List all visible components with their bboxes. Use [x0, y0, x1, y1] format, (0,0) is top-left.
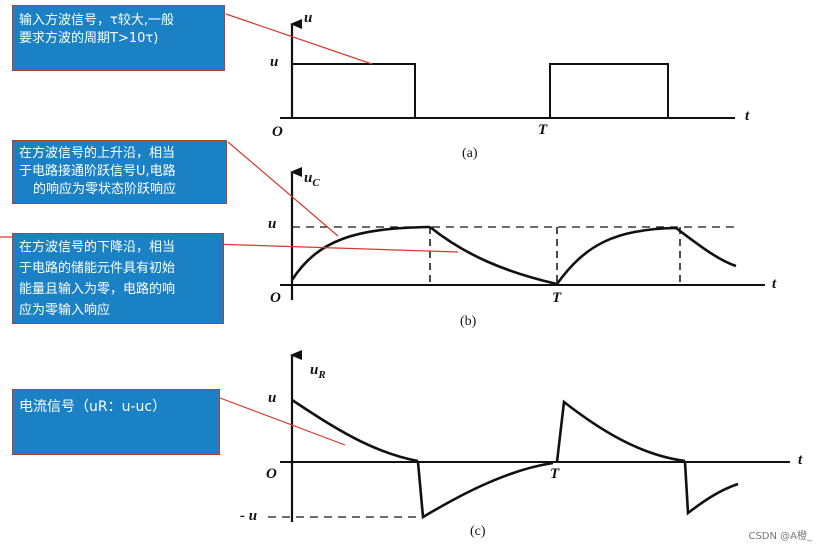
callout-b2-line-3: 能量且输入为零，电路的响 [19, 282, 176, 297]
plot-b-xlabel: t [772, 276, 777, 292]
plot-a-ylabel: u [304, 10, 313, 26]
plot-c [268, 350, 790, 522]
plot-b-period-label: T [552, 290, 562, 306]
plot-b-charge-curve-1 [290, 225, 431, 281]
plot-c-xlabel: t [798, 452, 803, 468]
plot-c-origin-label: O [266, 466, 277, 482]
callout-b1-line-2: 于电路接通阶跃信号U,电路 [19, 164, 176, 179]
leader-line-b1 [227, 141, 339, 237]
callout-a-line-1: 输入方波信号，τ较大,一般 [19, 13, 174, 28]
plot-b-discharge-curve-2 [675, 226, 737, 268]
plot-c-decay-1 [291, 398, 419, 463]
plot-a-caption: (a) [462, 146, 478, 161]
callout-b1-line-3: 的响应为零状态阶跃响应 [33, 182, 177, 197]
plot-c-ylabel: uR [310, 362, 326, 381]
callout-b1-line-1: 在方波信号的上升沿，相当 [19, 146, 176, 161]
leader-line-b2-top [211, 243, 459, 253]
plot-c-neg-level-label: - u [240, 508, 258, 524]
plot-a-square-wave [291, 63, 669, 119]
plot-c-neg-step-2 [683, 461, 739, 516]
plot-b-discharge-curve-1 [429, 225, 558, 286]
plot-a-origin-label: O [272, 124, 283, 140]
plot-b-ylabel: uC [304, 170, 320, 189]
callout-b2-line-1: 在方波信号的下降沿，相当 [19, 240, 176, 255]
watermark: CSDN @A橙_ [748, 531, 812, 542]
plot-b [280, 167, 765, 300]
plot-b-level-label: u [268, 216, 277, 232]
plot-b-charge-curve-2 [555, 226, 677, 285]
callout-input-square-wave: 输入方波信号，τ较大,一般 要求方波的周期T>10τ) [12, 5, 225, 71]
callout-rising-edge: 在方波信号的上升沿，相当 于电路接通阶跃信号U,电路 的响应为零状态阶跃响应 [12, 140, 227, 204]
leader-line-c [219, 397, 346, 446]
plot-c-level-label: u [268, 390, 277, 406]
callout-b2-line-4: 应为零输入响应 [19, 303, 111, 318]
plot-c-caption: (c) [470, 524, 486, 539]
plot-a-xlabel: t [745, 108, 750, 124]
plot-c-neg-step-1 [416, 461, 554, 520]
plot-b-origin-label: O [270, 290, 281, 306]
plot-a-period-label: T [538, 122, 548, 138]
plot-b-caption: (b) [460, 314, 477, 329]
plot-a-level-label: u [270, 54, 279, 70]
callout-b2-line-2: 于电路的储能元件具有初始 [19, 261, 176, 276]
plot-a [280, 19, 735, 119]
callout-current-signal: 电流信号（uR：u-uc） [12, 389, 220, 455]
callout-falling-edge: 在方波信号的下降沿，相当 于电路的储能元件具有初始 能量且输入为零，电路的响 应… [12, 233, 224, 324]
callout-c-line-1: 电流信号（uR：u-uc） [19, 399, 167, 415]
callout-a-line-2: 要求方波的周期T>10τ) [19, 31, 159, 46]
plot-c-pos-step-2 [555, 399, 686, 463]
leader-line-a [225, 13, 373, 65]
plot-c-period-label: T [550, 466, 560, 482]
